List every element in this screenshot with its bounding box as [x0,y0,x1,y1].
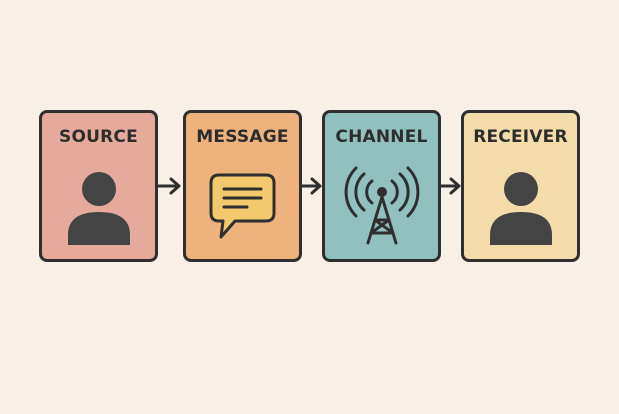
message-label: MESSAGE [196,127,289,147]
radio-tower-icon [344,166,419,245]
speech-bubble-icon [209,173,275,239]
source-card: SOURCE [39,110,158,262]
message-card: MESSAGE [183,110,302,262]
channel-label: CHANNEL [335,127,428,147]
person-icon [67,172,130,245]
receiver-label: RECEIVER [473,127,568,147]
person-icon [489,172,552,245]
arrow-right-icon [158,177,181,195]
arrow-right-icon [438,177,461,195]
source-label: SOURCE [59,127,138,147]
receiver-card: RECEIVER [461,110,580,262]
channel-card: CHANNEL [322,110,441,262]
arrow-right-icon [299,177,322,195]
